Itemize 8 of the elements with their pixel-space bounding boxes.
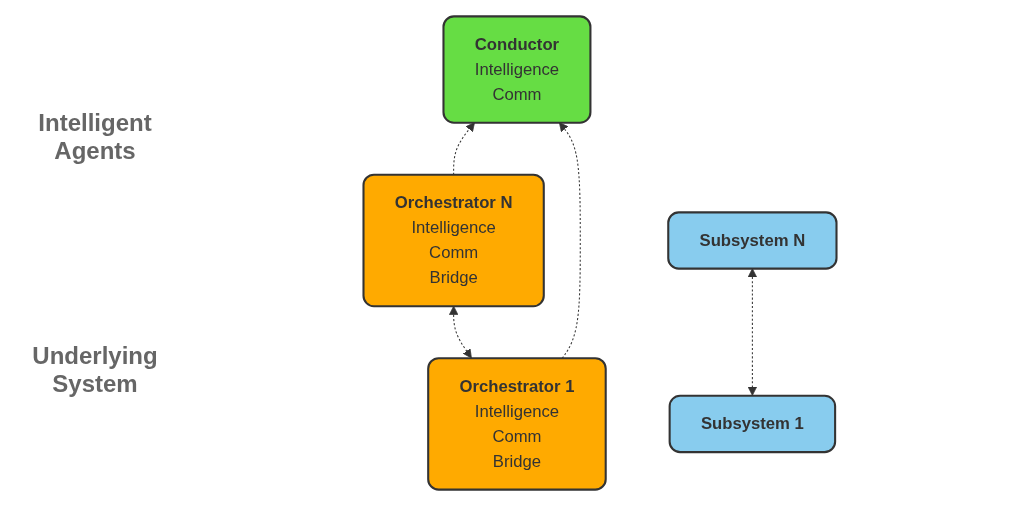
node-box: Conductor Intelligence Comm (442, 15, 592, 124)
node-box: Orchestrator N Intelligence Comm Bridge (362, 173, 545, 308)
node-box: Subsystem 1 (668, 394, 837, 454)
node-box: Orchestrator 1 Intelligence Comm Bridge (427, 357, 607, 491)
arrow (747, 268, 757, 396)
node-box: Subsystem N (667, 211, 838, 270)
section-label: Intelligent Agents (37, 108, 153, 165)
section-label: Underlying System (31, 341, 159, 398)
